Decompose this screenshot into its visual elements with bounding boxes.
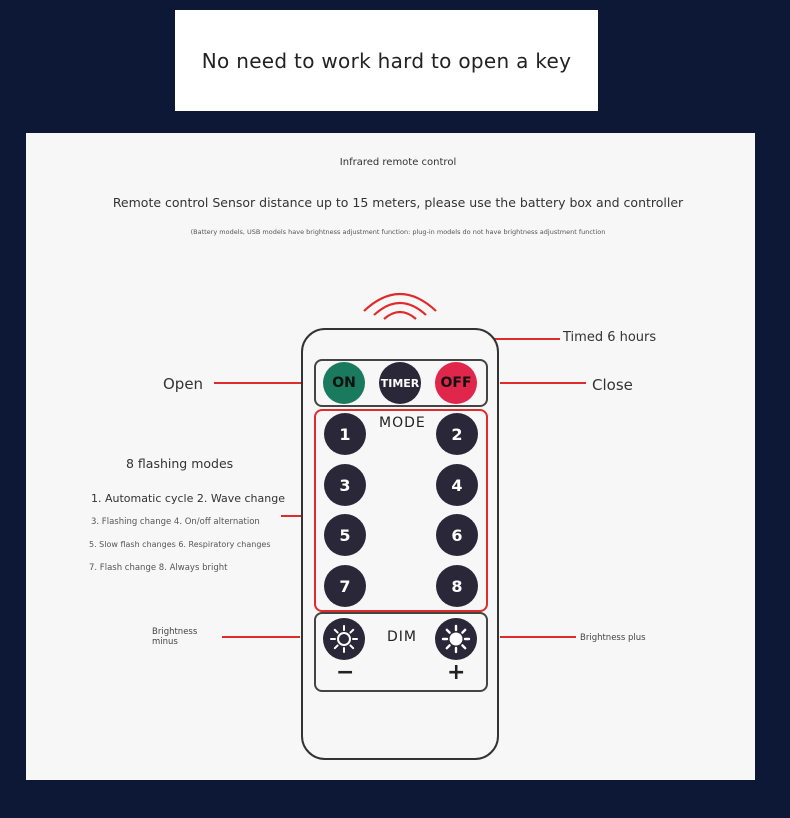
signal-waves-icon (363, 292, 437, 320)
on-button[interactable]: ON (323, 362, 365, 404)
off-button[interactable]: OFF (435, 362, 477, 404)
brightness-plus-label: Brightness plus (580, 633, 646, 643)
brightness-minus-pointer-line (222, 636, 300, 638)
mode-line-1: 1. Automatic cycle 2. Wave change (91, 492, 285, 505)
dim-label: DIM (387, 629, 417, 645)
header-title: Infrared remote control (339, 157, 457, 168)
brightness-minus-label-1: Brightness (152, 627, 198, 637)
mode-button-7[interactable]: 7 (324, 565, 366, 607)
close-label: Close (592, 376, 633, 394)
minus-sign: − (336, 660, 355, 685)
header-note: (Battery models, USB models have brightn… (190, 228, 606, 236)
sun-filled-icon (441, 624, 471, 654)
timed-label: Timed 6 hours (563, 330, 657, 345)
mode-button-8[interactable]: 8 (436, 565, 478, 607)
mode-button-group (314, 409, 488, 612)
mode-button-5[interactable]: 5 (324, 514, 366, 556)
mode-button-3[interactable]: 3 (324, 464, 366, 506)
mode-label: MODE (379, 415, 426, 431)
brightness-minus-label-2: minus (152, 637, 178, 647)
modes-pointer-line (281, 515, 315, 517)
close-pointer-line (500, 382, 586, 384)
header-subtitle: Remote control Sensor distance up to 15 … (112, 195, 684, 210)
mode-button-6[interactable]: 6 (436, 514, 478, 556)
mode-button-1[interactable]: 1 (324, 413, 366, 455)
timer-button[interactable]: TIMER (379, 362, 421, 404)
power-button-group (314, 359, 488, 407)
modes-title: 8 flashing modes (126, 456, 234, 471)
brightness-plus-button[interactable] (435, 618, 477, 660)
mode-button-4[interactable]: 4 (436, 464, 478, 506)
brightness-plus-pointer-line (500, 636, 576, 638)
plus-sign: + (447, 660, 466, 685)
brightness-minus-button[interactable] (323, 618, 365, 660)
mode-line-4: 7. Flash change 8. Always bright (89, 563, 228, 573)
mode-button-2[interactable]: 2 (436, 413, 478, 455)
title-banner: No need to work hard to open a key (175, 10, 598, 111)
dim-button-group (314, 612, 488, 692)
open-label: Open (163, 375, 204, 393)
open-pointer-line (214, 382, 302, 384)
sun-outline-icon (330, 625, 358, 653)
mode-line-2: 3. Flashing change 4. On/off alternation (91, 517, 260, 527)
mode-line-3: 5. Slow flash changes 6. Respiratory cha… (89, 540, 271, 549)
banner-text: No need to work hard to open a key (201, 48, 572, 73)
